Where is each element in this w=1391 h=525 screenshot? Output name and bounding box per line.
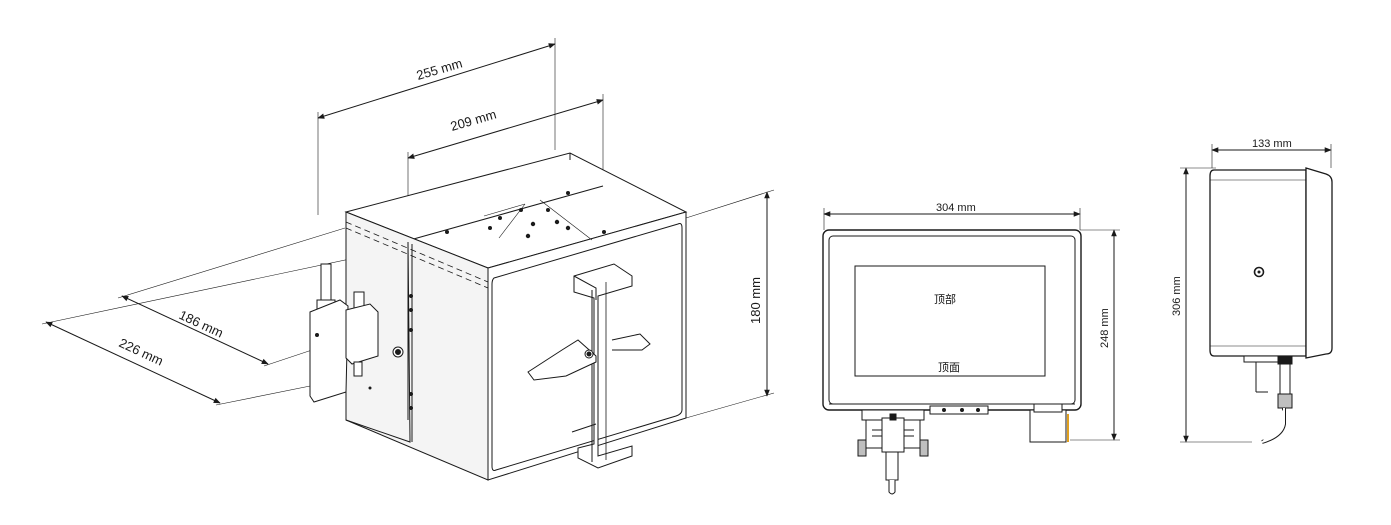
dimension-304 [823, 208, 1081, 230]
instrument-box [344, 152, 688, 481]
dimension-306 [1180, 167, 1252, 443]
latch [527, 333, 651, 381]
dim-label-133: 133 mm [1252, 138, 1292, 150]
dimension-133 [1211, 144, 1332, 168]
front-handle [571, 263, 633, 469]
top-screws [445, 191, 606, 239]
dim-label-209: 209 mm [449, 107, 498, 134]
dim-label-304: 304 mm [936, 202, 976, 214]
dim-label-186: 186 mm [177, 307, 226, 340]
dim-label-255: 255 mm [415, 56, 464, 83]
bottom-connectors [857, 403, 1069, 495]
dim-label-226: 226 mm [117, 335, 166, 368]
mounting-clamp [309, 263, 404, 403]
isometric-view: 255 mm 209 mm 186 mm 226 mm 180 mm [41, 38, 775, 481]
side-connectors [1243, 355, 1293, 444]
dimension-248 [1070, 229, 1120, 441]
dim-label-306: 306 mm [1171, 276, 1183, 316]
dim-label-248: 248 mm [1099, 308, 1111, 348]
front-view: 304 mm 248 mm 顶部 顶面 [822, 202, 1120, 495]
side-screws [409, 294, 413, 410]
dim-label-180: 180 mm [748, 277, 763, 324]
side-view: 133 mm 306 mm [1171, 138, 1333, 444]
label-face: 顶面 [938, 361, 960, 374]
dimension-180 [685, 189, 775, 419]
label-top: 顶部 [934, 292, 956, 306]
